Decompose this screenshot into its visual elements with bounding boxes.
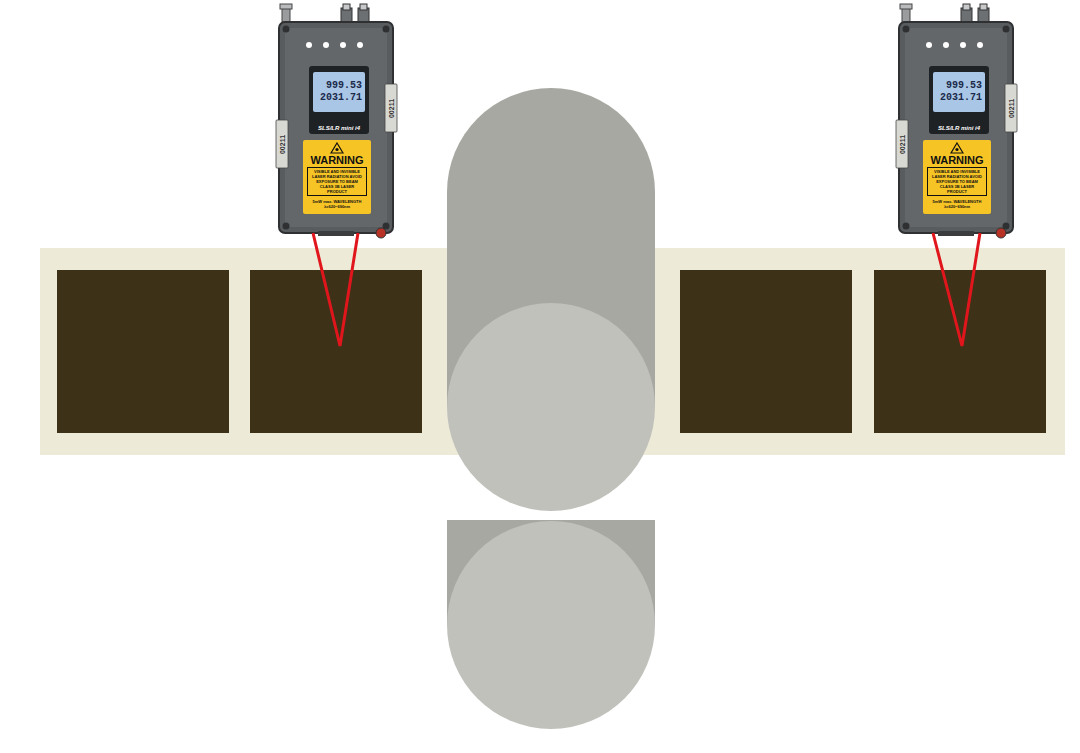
serial-number: 00211 bbox=[279, 134, 286, 153]
display-screen: 999.532031.71 bbox=[933, 72, 985, 112]
warning-text: VISIBLE AND INVISIBLE LASER RADIATION AV… bbox=[307, 167, 367, 196]
model-name: SLS/LR mini i4 bbox=[938, 125, 980, 131]
display-reading: 999.53 bbox=[316, 80, 362, 92]
laser-hazard-icon bbox=[330, 142, 344, 154]
serial-number: 00211 bbox=[388, 98, 395, 117]
warning-label: WARNINGVISIBLE AND INVISIBLE LASER RADIA… bbox=[923, 140, 991, 214]
warning-heading: WARNING bbox=[310, 154, 363, 166]
warning-text: 5mW max. WAVELENGTH λ=620~690nm bbox=[307, 199, 367, 209]
display-reading: 2031.71 bbox=[936, 92, 982, 104]
serial-number: 00211 bbox=[899, 134, 906, 153]
model-name: SLS/LR mini i4 bbox=[318, 125, 360, 131]
warning-text: VISIBLE AND INVISIBLE LASER RADIATION AV… bbox=[927, 167, 987, 196]
warning-text: 5mW max. WAVELENGTH λ=620~690nm bbox=[927, 199, 987, 209]
display-screen: 999.532031.71 bbox=[313, 72, 365, 112]
display-reading: 999.53 bbox=[936, 80, 982, 92]
warning-heading: WARNING bbox=[930, 154, 983, 166]
warning-label: WARNINGVISIBLE AND INVISIBLE LASER RADIA… bbox=[303, 140, 371, 214]
serial-number: 00211 bbox=[1008, 98, 1015, 117]
display-reading: 2031.71 bbox=[316, 92, 362, 104]
laser-hazard-icon bbox=[950, 142, 964, 154]
